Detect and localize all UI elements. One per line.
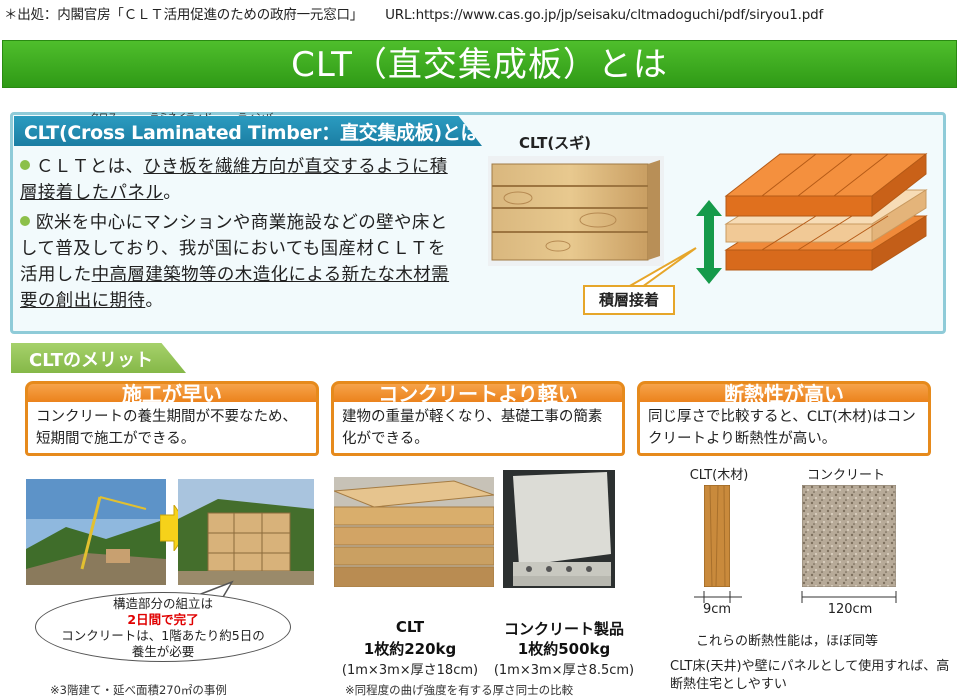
clt-photo-label: CLT(スギ) xyxy=(519,134,592,152)
concrete-panels-photo xyxy=(503,470,615,588)
clt-thickness-value: 9cm xyxy=(702,602,732,617)
source-label: ＊出処：内閣官房「ＣＬＴ活用促進のための政府一元窓口」 xyxy=(4,7,364,23)
concrete-thickness-dimension xyxy=(801,591,897,603)
page-title: CLT（直交集成板）とは xyxy=(291,45,668,85)
concrete-thickness-value: 120cm xyxy=(827,602,873,617)
clt-weight: 1枚約220kg xyxy=(363,640,457,658)
speed-footnote: ※3階建て・延べ面積270㎡の事例 xyxy=(50,683,227,697)
merit-heading-tab: CLTのメリット xyxy=(11,343,186,373)
assembly-time-callout: 構造部分の組立は 2日間で完了 コンクリートは、1階あたり約5日の 養生が必要 xyxy=(35,592,291,662)
clt-dimensions: (1m×3m×厚さ18cm) xyxy=(341,663,479,678)
bullet-dot-icon xyxy=(20,160,30,170)
definition-heading-tab: CLT(Cross Laminated Timber：直交集成板)とは xyxy=(14,116,482,146)
clt-name: CLT xyxy=(395,618,425,636)
definition-bullet-2: 欧米を中心にマンションや商業施設などの壁や床として普及しており、我が国においても… xyxy=(20,213,450,311)
lamination-callout: 積層接着 xyxy=(583,285,675,315)
merit-body-insulation: 同じ厚さで比較すると、CLT(木材)はコンクリートより断熱性が高い。 xyxy=(637,402,931,456)
construction-site-photo-before xyxy=(26,479,166,585)
assembly-days-highlight: 2日間で完了 xyxy=(127,612,199,627)
insulation-footer: CLT床(天井)や壁にパネルとして使用すれば、高断熱住宅としやすい xyxy=(670,659,950,692)
clt-material-label: CLT(木材) xyxy=(689,468,749,483)
concrete-dimensions: (1m×3m×厚さ8.5cm) xyxy=(493,663,635,678)
construction-site-photo-after xyxy=(178,479,314,585)
definition-bullet-1: ＣＬＴとは、ひき板を繊維方向が直交するように積層接着したパネル。 xyxy=(20,157,448,203)
clt-wood-sample xyxy=(704,485,730,587)
concrete-name: コンクリート製品 xyxy=(503,620,624,638)
concrete-material-label: コンクリート xyxy=(806,468,885,483)
weight-footnote: ※同程度の曲げ強度を有する厚さ同士の比較 xyxy=(345,683,574,697)
title-banner: CLT（直交集成板）とは xyxy=(2,40,957,88)
definition-heading: CLT(Cross Laminated Timber：直交集成板)とは xyxy=(24,122,480,144)
merit-body-weight: 建物の重量が軽くなり、基礎工事の簡素化ができる。 xyxy=(331,402,625,456)
clt-block-photo xyxy=(488,156,664,266)
clt-thickness-dimension xyxy=(694,591,742,603)
clt-layers-illustration xyxy=(724,152,928,271)
source-url: URL:https://www.cas.go.jp/jp/seisaku/clt… xyxy=(385,7,824,23)
merit-body-speed: コンクリートの養生期間が不要なため、短期間で施工ができる。 xyxy=(25,402,319,456)
callout-pointer xyxy=(624,247,697,288)
concrete-sample xyxy=(802,485,896,587)
lamination-double-arrow-icon xyxy=(696,200,722,284)
insulation-equivalence: これらの断熱性能は，ほぼ同等 xyxy=(695,634,878,649)
merit-heading: CLTのメリット xyxy=(29,350,153,371)
concrete-weight: 1枚約500kg xyxy=(517,640,611,658)
source-line: ＊出処：内閣官房「ＣＬＴ活用促進のための政府一元窓口」 URL:https://w… xyxy=(4,3,956,23)
bullet-dot-icon xyxy=(20,216,30,226)
clt-panels-photo xyxy=(334,477,494,587)
